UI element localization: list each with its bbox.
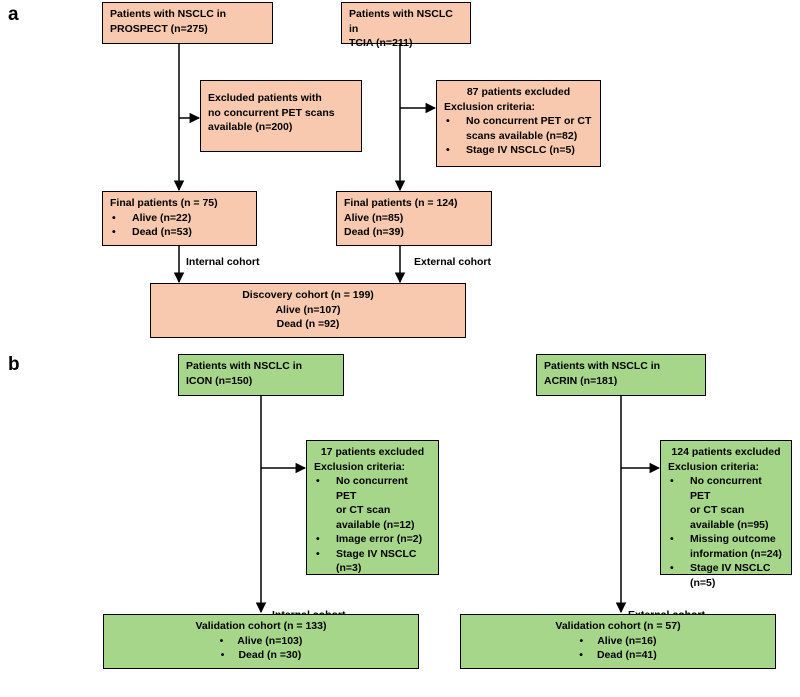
list-item: Stage IV NSCLC (n=5) <box>668 561 784 590</box>
list-item-line: Image error (n=2) <box>336 533 423 545</box>
tcia-excluded-title: 87 patients excluded <box>466 86 571 98</box>
panel-a-label: a <box>8 4 19 25</box>
panel-b-label: b <box>8 354 20 375</box>
list-item-line: (n=3) <box>336 562 362 574</box>
list-item-line: available (n=12) <box>336 518 415 531</box>
discovery-line: Discovery cohort (n = 199) <box>242 289 374 301</box>
tcia-final-box: Final patients (n = 124) Alive (n=85) De… <box>336 191 492 246</box>
icon-excluded-subtitle: Exclusion criteria: <box>314 460 406 473</box>
list-item-line: available (n=95) <box>690 518 769 531</box>
list-item: No concurrent PET or CT scan available (… <box>314 474 431 532</box>
prospect-excluded-line: no concurrent PET scans <box>208 106 335 119</box>
prospect-final-box: Final patients (n = 75) Alive (n=22) Dea… <box>102 191 257 246</box>
external-cohort-label: External cohort <box>414 256 492 268</box>
list-item: No concurrent PET or CT scan available (… <box>668 474 784 532</box>
list-item: Dead (n=41) <box>468 648 768 663</box>
icon-validation-title: Validation cohort (n = 133) <box>195 620 327 632</box>
prospect-source-line: PROSPECT (n=275) <box>110 22 208 35</box>
list-item: Alive (n=22) <box>110 211 249 226</box>
list-item-line: No concurrent PET <box>690 475 762 502</box>
list-item: Stage IV NSCLC (n=3) <box>314 547 431 576</box>
list-item-line: Stage IV NSCLC <box>336 547 417 560</box>
icon-source-box: Patients with NSCLC in ICON (n=150) <box>178 354 344 396</box>
list-item-line: information (n=24) <box>690 547 782 560</box>
list-item: Alive (n=103) <box>111 634 411 649</box>
icon-validation-list: Alive (n=103) Dead (n =30) <box>111 634 411 663</box>
acrin-source-box: Patients with NSCLC in ACRIN (n=181) <box>536 354 706 396</box>
tcia-source-line: Patients with NSCLC in <box>349 8 453 35</box>
tcia-final-line: Final patients (n = 124) <box>344 197 458 209</box>
discovery-line: Alive (n=107) <box>275 303 341 316</box>
internal-cohort-label: Internal cohort <box>186 256 260 268</box>
icon-excluded-title: 17 patients excluded <box>320 446 425 458</box>
prospect-source-box: Patients with NSCLC in PROSPECT (n=275) <box>102 2 273 44</box>
discovery-cohort-box: Discovery cohort (n = 199) Alive (n=107)… <box>150 283 466 338</box>
list-item-line: scans available (n=82) <box>466 129 578 142</box>
list-item: No concurrent PET or CT scans available … <box>444 114 593 143</box>
acrin-excluded-box: 124 patients excluded Exclusion criteria… <box>660 440 792 589</box>
prospect-excluded-line: Excluded patients with <box>208 92 322 104</box>
list-item: Dead (n=53) <box>110 225 249 240</box>
list-item-line: Stage IV NSCLC (n=5) <box>466 144 575 156</box>
list-item-line: No concurrent PET or CT <box>466 115 592 127</box>
icon-source-line: Patients with NSCLC in <box>186 360 303 372</box>
tcia-final-line: Dead (n=39) <box>344 226 404 238</box>
acrin-exclusion-list: No concurrent PET or CT scan available (… <box>668 474 784 590</box>
list-item: Missing outcome information (n=24) <box>668 532 784 561</box>
list-item-line: or CT scan <box>336 504 391 516</box>
acrin-source-line: Patients with NSCLC in <box>544 360 661 372</box>
list-item-line: (n=5) <box>690 576 716 589</box>
acrin-validation-cohort-box: Validation cohort (n = 57) Alive (n=16) … <box>460 614 776 669</box>
list-item: Stage IV NSCLC (n=5) <box>444 143 593 158</box>
acrin-excluded-title: 124 patients excluded <box>671 446 781 458</box>
icon-exclusion-list: No concurrent PET or CT scan available (… <box>314 474 431 576</box>
acrin-validation-list: Alive (n=16) Dead (n=41) <box>468 634 768 663</box>
prospect-excluded-line: available (n=200) <box>208 121 293 133</box>
acrin-validation-title: Validation cohort (n = 57) <box>555 620 681 632</box>
icon-validation-cohort-box: Validation cohort (n = 133) Alive (n=103… <box>103 614 419 669</box>
list-item-line: Stage IV NSCLC <box>690 562 771 574</box>
acrin-excluded-subtitle: Exclusion criteria: <box>668 460 760 473</box>
tcia-excluded-subtitle: Exclusion criteria: <box>444 100 536 113</box>
prospect-source-line: Patients with NSCLC in <box>110 8 227 20</box>
discovery-line: Dead (n =92) <box>276 318 340 330</box>
list-item: Dead (n =30) <box>111 648 411 663</box>
tcia-final-line: Alive (n=85) <box>344 211 404 224</box>
list-item-line: No concurrent PET <box>336 475 408 502</box>
tcia-source-line: TCIA (n=211) <box>349 37 413 49</box>
icon-excluded-box: 17 patients excluded Exclusion criteria:… <box>306 440 439 575</box>
tcia-exclusion-list: No concurrent PET or CT scans available … <box>444 114 593 158</box>
acrin-source-line: ACRIN (n=181) <box>544 374 618 387</box>
tcia-excluded-box: 87 patients excluded Exclusion criteria:… <box>436 80 601 167</box>
prospect-final-title: Final patients (n = 75) <box>110 197 218 209</box>
icon-source-line: ICON (n=150) <box>186 374 253 387</box>
tcia-source-box: Patients with NSCLC in TCIA (n=211) <box>341 2 471 49</box>
list-item-line: Missing outcome <box>690 533 776 545</box>
list-item: Alive (n=16) <box>468 634 768 649</box>
list-item: Image error (n=2) <box>314 532 431 547</box>
prospect-excluded-box: Excluded patients with no concurrent PET… <box>200 80 362 152</box>
prospect-final-list: Alive (n=22) Dead (n=53) <box>110 211 249 240</box>
list-item-line: or CT scan <box>690 504 745 516</box>
